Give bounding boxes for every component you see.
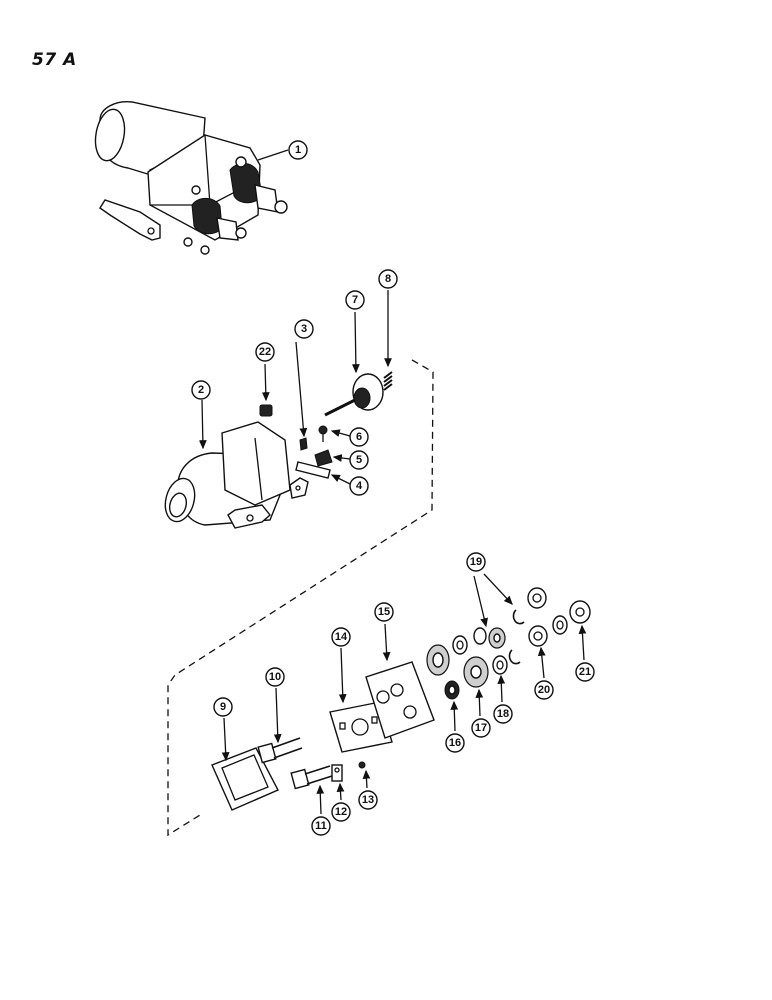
callout-21: 21 [575, 662, 595, 682]
callout-13-number: 13 [362, 794, 374, 806]
solenoid-assembly-illustration [94, 101, 289, 255]
part-10-bolt [257, 737, 303, 764]
callout-6: 6 [349, 427, 369, 447]
callout-7: 7 [345, 290, 365, 310]
part-7-plunger [324, 373, 384, 417]
callout-15: 15 [374, 602, 394, 622]
solenoid-body-illustration [164, 421, 309, 529]
callout-19: 19 [466, 552, 486, 572]
callout-8-number: 8 [385, 273, 391, 285]
callout-22: 22 [255, 342, 275, 362]
callout-20-number: 20 [538, 684, 550, 696]
callout-18-number: 18 [497, 708, 509, 720]
part-8-spring [383, 371, 393, 391]
callout-2-number: 2 [198, 384, 204, 396]
callout-5-number: 5 [356, 454, 362, 466]
callout-16-number: 16 [449, 737, 461, 749]
part-3-screw [299, 437, 308, 451]
callout-12: 12 [331, 802, 351, 822]
parts-16-21-washers-and-nuts [426, 587, 591, 700]
callout-5: 5 [349, 450, 369, 470]
callout-2: 2 [191, 380, 211, 400]
callout-10: 10 [265, 667, 285, 687]
part-12-terminal [331, 764, 343, 782]
callout-10-number: 10 [269, 671, 281, 683]
part-13-screw [358, 761, 366, 769]
part-4-strap [295, 461, 331, 479]
part-22-nut [259, 404, 273, 417]
part-9-gasket [211, 747, 279, 811]
callout-7-number: 7 [352, 294, 358, 306]
callout-8: 8 [378, 269, 398, 289]
leader-lines [198, 290, 587, 815]
callout-21-number: 21 [579, 666, 591, 678]
callout-4: 4 [349, 476, 369, 496]
part-14-plate [329, 701, 393, 753]
callout-11: 11 [311, 816, 331, 836]
callout-3: 3 [294, 319, 314, 339]
callout-9: 9 [213, 697, 233, 717]
callout-17-number: 17 [475, 722, 487, 734]
callout-6-number: 6 [356, 431, 362, 443]
part-6-screw [318, 425, 328, 442]
callout-15-number: 15 [378, 606, 390, 618]
part-15-cover-plate [365, 661, 435, 739]
callout-19-number: 19 [470, 556, 482, 568]
callout-9-number: 9 [220, 701, 226, 713]
exploded-view-dashed-boundary [167, 359, 434, 837]
part-5-clip [314, 449, 333, 467]
callout-14: 14 [331, 627, 351, 647]
callout-13: 13 [358, 790, 378, 810]
callout-14-number: 14 [335, 631, 348, 643]
callout-17: 17 [471, 718, 491, 738]
callout-1-number: 1 [295, 144, 301, 156]
callout-4-number: 4 [356, 480, 363, 492]
callout-1: 1 [288, 140, 308, 160]
callout-18: 18 [493, 704, 513, 724]
part-11-bolt [290, 765, 333, 790]
callout-20: 20 [534, 680, 554, 700]
callout-22-number: 22 [259, 346, 271, 358]
callout-16: 16 [445, 733, 465, 753]
callout-11-number: 11 [315, 820, 327, 832]
callout-12-number: 12 [335, 806, 347, 818]
page-number-label: 57 A [32, 50, 77, 70]
callout-3-number: 3 [301, 323, 307, 335]
